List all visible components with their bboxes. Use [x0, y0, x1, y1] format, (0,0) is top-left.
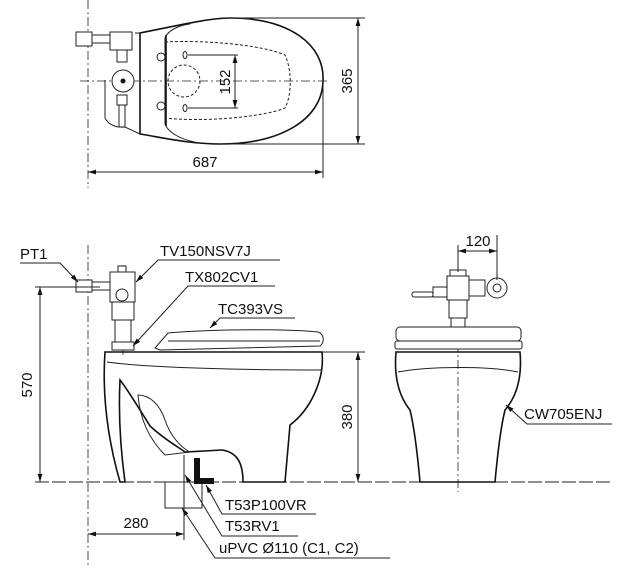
seat-side — [154, 329, 324, 351]
label-outlet-fitting: T53P100VR — [225, 497, 307, 514]
dim-bolt-spacing: 152 — [217, 69, 234, 94]
label-ring: T53RV1 — [225, 518, 280, 535]
label-bowl: CW705ENJ — [524, 406, 602, 423]
label-pipe: uPVC Ø110 (C1, C2) — [219, 540, 359, 557]
bowl-opening — [164, 41, 291, 121]
dim-width: 365 — [339, 68, 356, 93]
flush-valve-side — [75, 265, 136, 351]
bolt-hole-icon — [156, 52, 166, 62]
seat-front — [395, 326, 522, 342]
dim-rim-height: 380 — [339, 404, 356, 429]
label-vacuum-breaker: TX802CV1 — [185, 269, 258, 286]
front-view: 120 CW705ENJ — [394, 233, 612, 492]
dim-valve-offset: 120 — [465, 233, 490, 250]
trap-opening — [137, 394, 192, 456]
label-flush-valve: TV150NSV7J — [160, 243, 251, 260]
outlet-flange — [194, 458, 214, 484]
rim-line — [106, 361, 323, 371]
drain-circle — [167, 64, 201, 98]
bowl-side — [103, 351, 324, 483]
dim-length: 687 — [192, 154, 217, 171]
flush-valve-front — [411, 269, 508, 328]
bowl-front — [394, 351, 522, 483]
label-seat: TC393VS — [218, 301, 283, 318]
flush-valve-top — [75, 31, 135, 128]
seat-hole-icon — [182, 104, 188, 112]
seat-hole-icon — [182, 51, 188, 59]
dim-inlet-height: 570 — [19, 372, 36, 397]
bolt-hole-icon — [156, 101, 166, 111]
side-view: 570 380 280 PT1 TV150NSV7J TX802CV1 TC39… — [19, 243, 610, 568]
top-view: 152 365 687 — [75, 0, 365, 188]
dim-outlet-offset: 280 — [123, 515, 148, 532]
label-pt1: PT1 — [20, 246, 48, 263]
